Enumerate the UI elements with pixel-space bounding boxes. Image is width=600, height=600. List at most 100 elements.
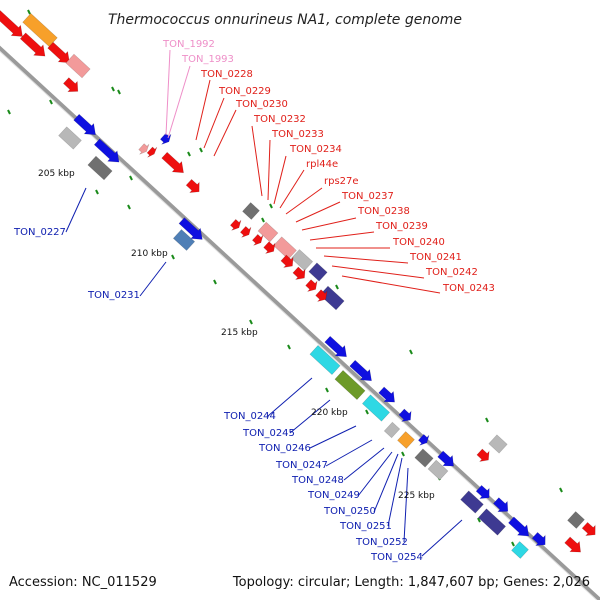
gene-feature[interactable] bbox=[61, 75, 82, 96]
scale-tick bbox=[7, 109, 11, 115]
gene-feature[interactable] bbox=[427, 459, 449, 481]
gene-feature[interactable] bbox=[506, 515, 533, 542]
gene-feature[interactable] bbox=[58, 126, 82, 150]
gene-feature[interactable] bbox=[530, 530, 550, 550]
scale-tick bbox=[117, 89, 121, 95]
gene-label[interactable]: TON_0248 bbox=[291, 475, 344, 486]
gene-label[interactable]: TON_0233 bbox=[271, 129, 324, 140]
gene-label[interactable]: TON_0249 bbox=[307, 490, 360, 501]
gene-feature[interactable] bbox=[184, 177, 204, 197]
gene-feature[interactable] bbox=[460, 490, 484, 514]
gene-feature[interactable] bbox=[177, 215, 207, 244]
label-leader-line bbox=[167, 65, 191, 139]
gene-label[interactable]: TON_0241 bbox=[409, 252, 462, 263]
gene-feature[interactable] bbox=[563, 535, 586, 557]
gene-label[interactable]: TON_0243 bbox=[442, 283, 495, 294]
gene-feature-small[interactable] bbox=[304, 277, 321, 294]
gene-feature[interactable] bbox=[477, 508, 507, 536]
label-leader-line bbox=[357, 451, 393, 497]
scale-tick bbox=[485, 417, 489, 423]
gene-feature-small[interactable] bbox=[291, 265, 309, 283]
gene-label[interactable]: TON_0247 bbox=[275, 460, 328, 471]
gene-feature[interactable] bbox=[397, 431, 415, 449]
gene-label[interactable]: TON_0254 bbox=[370, 552, 423, 563]
gene-feature-small[interactable] bbox=[279, 253, 297, 271]
label-leader-line bbox=[403, 467, 409, 543]
gene-feature[interactable] bbox=[488, 434, 508, 454]
label-leader-line bbox=[285, 187, 323, 215]
gene-feature[interactable] bbox=[397, 407, 415, 425]
gene-feature[interactable] bbox=[334, 370, 366, 400]
label-leader-line bbox=[325, 439, 373, 467]
gene-label[interactable]: TON_0245 bbox=[242, 428, 295, 439]
gene-feature[interactable] bbox=[580, 520, 600, 540]
gene-feature[interactable] bbox=[273, 236, 297, 260]
gene-feature-small[interactable] bbox=[137, 141, 152, 156]
gene-feature-small[interactable] bbox=[228, 217, 243, 233]
gene-feature[interactable] bbox=[0, 8, 27, 41]
gene-feature[interactable] bbox=[491, 495, 512, 516]
gene-label[interactable]: TON_0230 bbox=[235, 99, 288, 110]
gene-feature[interactable] bbox=[87, 155, 113, 181]
gene-feature[interactable] bbox=[257, 221, 279, 243]
scale-tick bbox=[111, 86, 115, 92]
gene-feature[interactable] bbox=[416, 432, 431, 448]
gene-label[interactable]: TON_1992 bbox=[162, 39, 215, 50]
gene-feature[interactable] bbox=[172, 229, 196, 251]
gene-label[interactable]: TON_0250 bbox=[323, 506, 376, 517]
gene-label[interactable]: TON_1993 bbox=[181, 54, 234, 65]
gene-feature[interactable] bbox=[511, 541, 529, 559]
label-leader-line bbox=[251, 125, 263, 197]
gene-label[interactable]: TON_0228 bbox=[200, 69, 253, 80]
gene-feature[interactable] bbox=[383, 421, 401, 439]
gene-feature[interactable] bbox=[72, 112, 101, 140]
gene-feature-small[interactable] bbox=[262, 239, 279, 256]
gene-label[interactable]: rpl44e bbox=[306, 159, 338, 170]
gene-feature[interactable] bbox=[436, 449, 459, 471]
gene-feature[interactable] bbox=[92, 137, 124, 168]
gene-feature[interactable] bbox=[308, 262, 328, 282]
gene-label[interactable]: TON_0251 bbox=[339, 521, 392, 532]
label-leader-line bbox=[195, 79, 211, 141]
gene-label[interactable]: TON_0252 bbox=[355, 537, 408, 548]
scale-tick bbox=[213, 279, 217, 285]
gene-feature-small[interactable] bbox=[238, 224, 253, 240]
gene-label[interactable]: TON_0239 bbox=[375, 221, 428, 232]
gene-feature[interactable] bbox=[160, 150, 189, 178]
gene-feature[interactable] bbox=[474, 483, 494, 503]
gene-feature[interactable] bbox=[475, 447, 493, 465]
gene-label[interactable]: TON_0238 bbox=[357, 206, 410, 217]
map-title: Thermococcus onnurineus NA1, complete ge… bbox=[108, 12, 462, 28]
gene-label[interactable]: TON_0242 bbox=[425, 267, 478, 278]
gene-feature[interactable] bbox=[567, 511, 585, 529]
gene-feature[interactable] bbox=[309, 345, 341, 375]
kbp-label-225: 225 kbp bbox=[398, 491, 435, 501]
gene-feature[interactable] bbox=[18, 31, 50, 62]
gene-label[interactable]: TON_0232 bbox=[253, 114, 306, 125]
gene-label[interactable]: TON_0229 bbox=[218, 86, 271, 97]
scale-tick bbox=[511, 541, 515, 547]
gene-feature[interactable] bbox=[414, 448, 434, 468]
gene-label[interactable]: TON_0244 bbox=[223, 411, 276, 422]
gene-feature[interactable] bbox=[46, 40, 75, 68]
gene-label[interactable]: TON_0240 bbox=[392, 237, 445, 248]
scale-tick bbox=[477, 517, 481, 523]
gene-label[interactable]: TON_0237 bbox=[341, 191, 394, 202]
gene-feature[interactable] bbox=[348, 358, 377, 386]
kbp-label-205: 205 kbp bbox=[38, 169, 75, 179]
gene-label[interactable]: rps27e bbox=[324, 176, 359, 187]
kbp-label-215: 215 kbp bbox=[221, 328, 258, 338]
gene-feature-small[interactable] bbox=[314, 287, 331, 304]
gene-feature[interactable] bbox=[242, 202, 260, 220]
gene-label[interactable]: TON_0227 bbox=[13, 227, 66, 238]
gene-label[interactable]: TON_0234 bbox=[289, 144, 342, 155]
gene-feature[interactable] bbox=[377, 385, 400, 407]
gene-label[interactable]: TON_0246 bbox=[258, 443, 311, 454]
gene-feature[interactable] bbox=[361, 394, 391, 422]
gene-label[interactable]: TON_0231 bbox=[87, 290, 140, 301]
gene-feature-small[interactable] bbox=[145, 145, 159, 159]
gene-feature[interactable] bbox=[323, 334, 352, 362]
gene-feature[interactable] bbox=[65, 53, 91, 79]
gene-feature-small[interactable] bbox=[250, 232, 265, 248]
